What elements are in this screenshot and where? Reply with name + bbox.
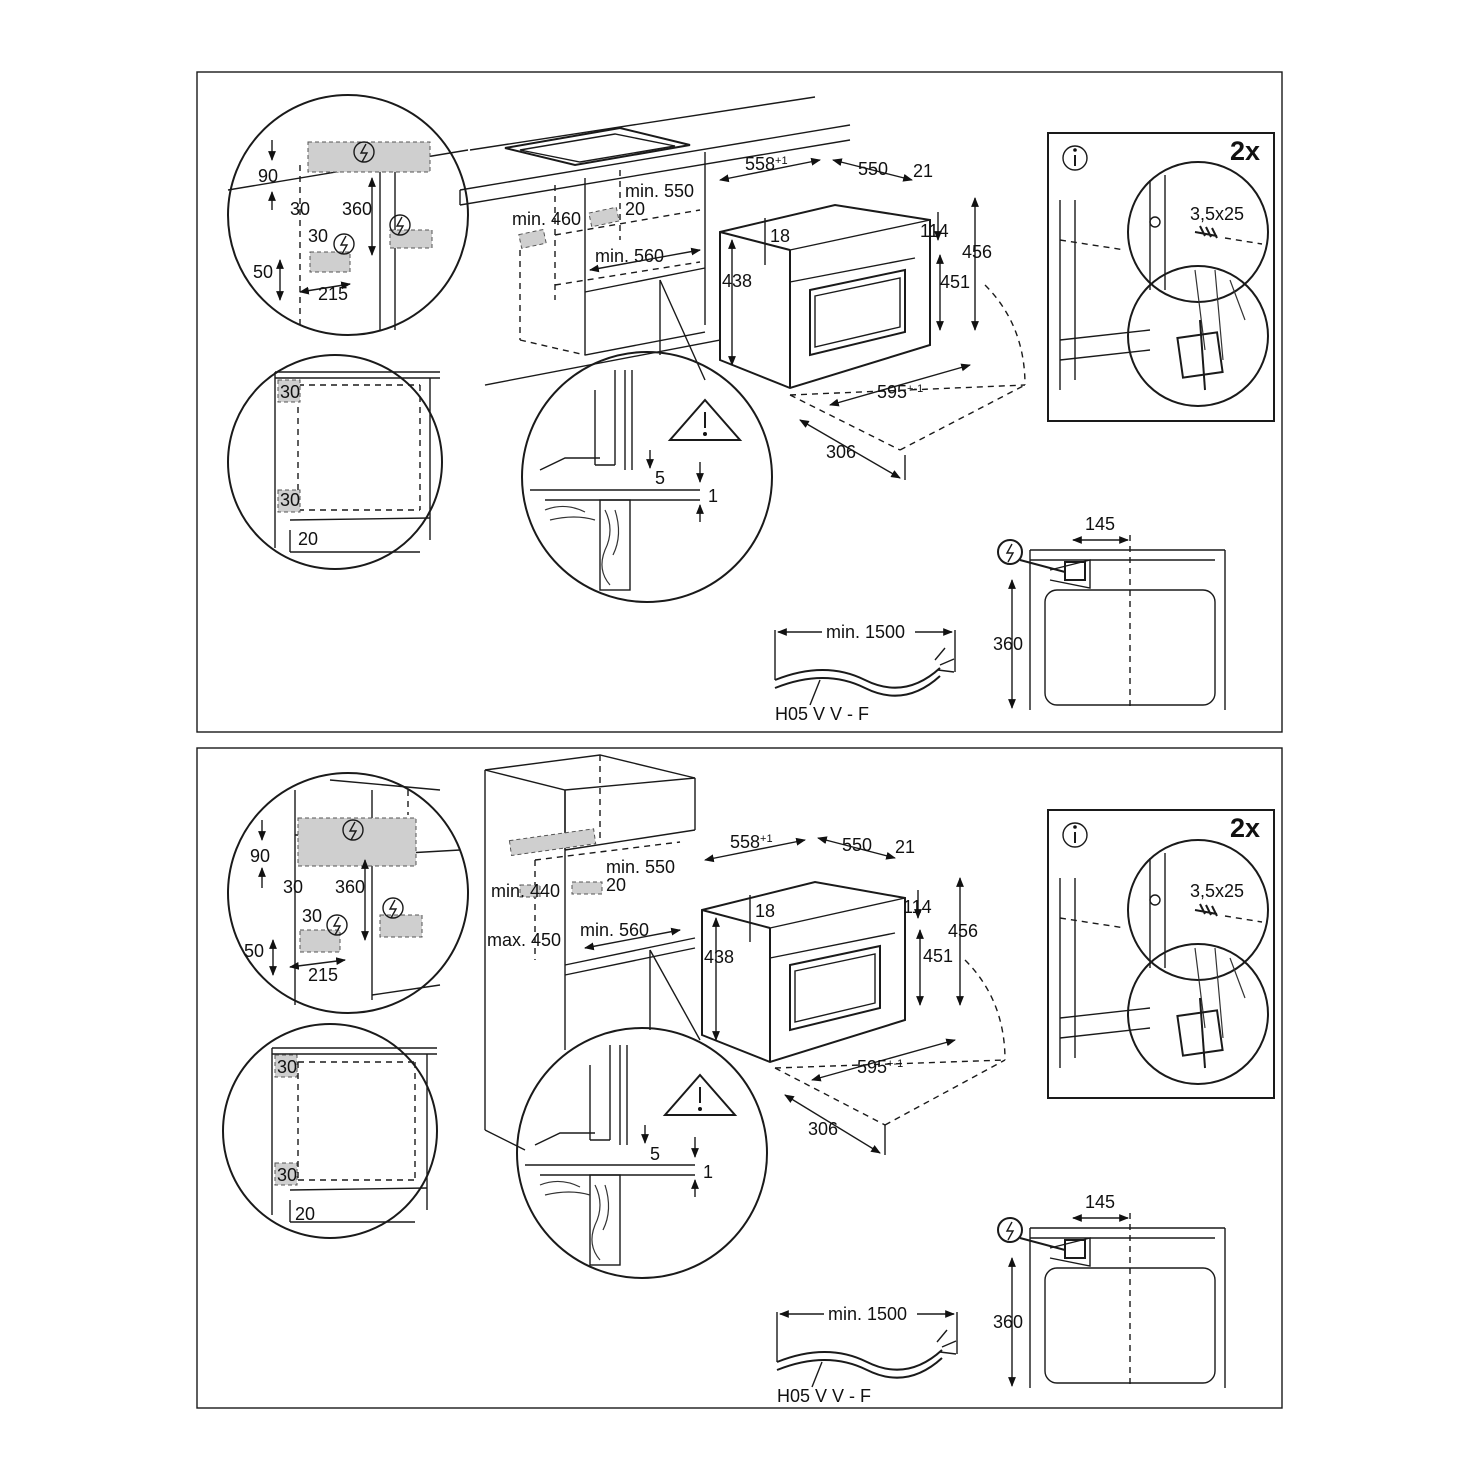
niche-height-label: min. 440 xyxy=(491,881,560,901)
niche-height-label: min. 460 xyxy=(512,209,581,229)
panel-frame xyxy=(196,747,1283,1409)
cutout-width-label: 215 xyxy=(308,965,338,985)
cable-type-label: H05 V V - F xyxy=(775,704,869,724)
detail-circle-gap xyxy=(521,351,773,603)
cutout-height-label: 90 xyxy=(258,166,278,186)
gap-5-label: 5 xyxy=(650,1144,660,1164)
front-gap-label: 21 xyxy=(913,161,933,181)
oven-width-label: 558+1 xyxy=(745,154,788,174)
niche-depth-label: min. 550 xyxy=(625,181,694,201)
cable-drawing xyxy=(774,628,956,706)
vent-bottom-label: 30 xyxy=(277,1165,297,1185)
panel-tall-cabinet-installation: min. 440 max. 450 min. 550 20 min. 560 xyxy=(196,747,1283,1409)
oven-depth-label: 550 xyxy=(858,159,888,179)
cable-length-label: min. 1500 xyxy=(828,1304,907,1324)
vent-base-label: 20 xyxy=(298,529,318,549)
warning-triangle-icon xyxy=(662,1073,738,1116)
oven-height-label: 438 xyxy=(704,947,734,967)
top-gap-label: 18 xyxy=(770,226,790,246)
cable-drawing xyxy=(776,1310,958,1388)
height-456-label: 456 xyxy=(962,242,992,262)
inner-height-label: 451 xyxy=(940,272,970,292)
oven-drawing xyxy=(701,836,1006,1155)
detail-circle-ventilation xyxy=(222,1023,438,1239)
cable-length-label: min. 1500 xyxy=(826,622,905,642)
vent-top-label: 30 xyxy=(277,1057,297,1077)
front-width-label: 595+-1 xyxy=(857,1057,903,1077)
cable-type-label: H05 V V - F xyxy=(777,1386,871,1406)
kitchen-cabinet-drawing xyxy=(459,96,851,386)
electric-connection-icon xyxy=(389,214,411,236)
screws-count-label: 2x xyxy=(1230,813,1260,843)
vent-base-label: 20 xyxy=(295,1204,315,1224)
gap-side-label: 30 xyxy=(302,906,322,926)
cutout-height-label: 90 xyxy=(250,846,270,866)
electric-connection-icon xyxy=(353,141,375,163)
oven-depth-label: 550 xyxy=(842,835,872,855)
height-114-label: 114 xyxy=(920,221,949,241)
screw-fixing-box xyxy=(1047,809,1275,1099)
gap-1-label: 1 xyxy=(703,1162,713,1182)
socket-position-drawing xyxy=(997,535,1226,710)
info-icon xyxy=(1062,145,1088,171)
info-icon xyxy=(1062,822,1088,848)
screw-size-label: 3,5x25 xyxy=(1190,204,1244,224)
screw-fixing-box xyxy=(1047,132,1275,422)
bottom-gap-label: 50 xyxy=(253,262,273,282)
screws-count-label: 2x xyxy=(1230,136,1260,166)
oven-drawing xyxy=(719,157,1026,480)
tall-cabinet-drawing xyxy=(484,754,696,1151)
electric-connection-icon xyxy=(326,914,348,936)
socket-offset-label: 145 xyxy=(1085,514,1115,534)
socket-height-label: 360 xyxy=(993,1312,1023,1332)
niche-offset-label: 20 xyxy=(625,199,645,219)
cooktop-icon xyxy=(504,126,691,167)
height-114-label: 114 xyxy=(903,897,932,917)
detail-circle-ventilation xyxy=(227,354,443,570)
cutout-width-label: 215 xyxy=(318,284,348,304)
gap-side-label: 30 xyxy=(308,226,328,246)
socket-offset-label: 145 xyxy=(1085,1192,1115,1212)
electric-connection-icon xyxy=(333,233,355,255)
gap-top-label: 30 xyxy=(283,877,303,897)
oven-width-label: 558+1 xyxy=(730,832,773,852)
panel-countertop-installation: min. 460 min. 550 20 min. 560 xyxy=(196,71,1283,733)
niche-width-label: min. 560 xyxy=(580,920,649,940)
bottom-gap-label: 50 xyxy=(244,941,264,961)
panel-frame xyxy=(196,71,1283,733)
screw-size-label: 3,5x25 xyxy=(1190,881,1244,901)
detail-circle-gap xyxy=(516,1027,768,1279)
warning-triangle-icon xyxy=(667,398,743,441)
niche-offset-label: 20 xyxy=(606,875,626,895)
inner-height-label: 451 xyxy=(923,946,953,966)
height-456-label: 456 xyxy=(948,921,978,941)
vent-top-label: 30 xyxy=(280,382,300,402)
socket-position-drawing xyxy=(997,1213,1226,1388)
niche-max-label: max. 450 xyxy=(487,930,561,950)
electric-connection-icon xyxy=(382,897,404,919)
niche-depth-label: min. 550 xyxy=(606,857,675,877)
socket-height-label: 360 xyxy=(993,634,1023,654)
electric-connection-icon xyxy=(997,1217,1023,1243)
oven-height-label: 438 xyxy=(722,271,752,291)
depth-306-label: 306 xyxy=(808,1119,838,1139)
detail-circle-cutout xyxy=(227,94,469,336)
depth-306-label: 306 xyxy=(826,442,856,462)
cutout-depth-label: 360 xyxy=(335,877,365,897)
electric-connection-icon xyxy=(997,539,1023,565)
front-gap-label: 21 xyxy=(895,837,915,857)
gap-1-label: 1 xyxy=(708,486,718,506)
top-gap-label: 18 xyxy=(755,901,775,921)
vent-bottom-label: 30 xyxy=(280,490,300,510)
electric-connection-icon xyxy=(342,819,364,841)
gap-top-label: 30 xyxy=(290,199,310,219)
front-width-label: 595+-1 xyxy=(877,382,923,402)
gap-5-label: 5 xyxy=(655,468,665,488)
cutout-depth-label: 360 xyxy=(342,199,372,219)
detail-circle-cutout xyxy=(227,772,469,1014)
